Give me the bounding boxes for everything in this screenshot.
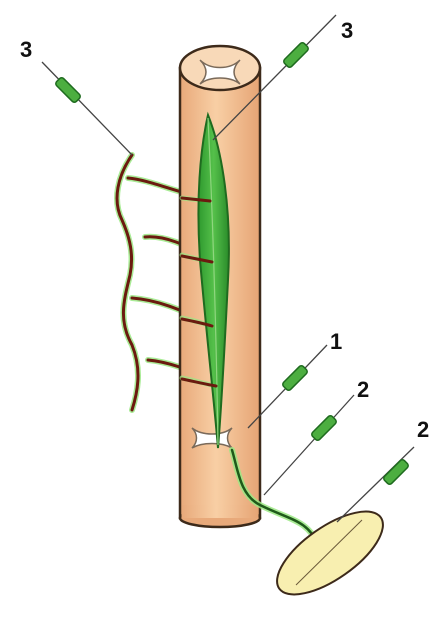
label-3-left: 3 — [20, 37, 32, 62]
label-2-right: 2 — [417, 417, 429, 442]
pointer-2-right-capsule — [383, 459, 410, 486]
pointer-3-top-capsule — [283, 42, 310, 69]
pointer-3-left-capsule — [55, 77, 82, 104]
label-2-center: 2 — [357, 377, 369, 402]
pointer-1-capsule — [282, 365, 309, 392]
label-3-top: 3 — [341, 18, 353, 43]
pointer-2-center-capsule — [311, 415, 338, 442]
label-1: 1 — [330, 329, 342, 354]
